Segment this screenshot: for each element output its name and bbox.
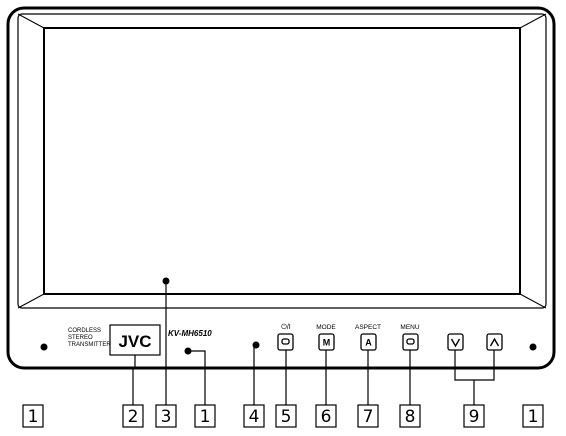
mode-button-label: MODE [316,324,336,331]
callout-2: 2 [122,404,144,428]
callout-number: 8 [405,407,416,427]
callout-number: 1 [28,407,39,427]
bevel-line-br [519,293,547,309]
leader-line [454,350,495,381]
callout-8: 8 [399,404,421,428]
callout-number: 4 [249,407,260,427]
leader-line [253,344,256,405]
callout-3: 3 [155,404,177,428]
callout-1-right: 1 [522,404,544,428]
callout-number: 7 [363,407,374,427]
mode-button[interactable]: M [318,333,335,351]
callout-9: 9 [463,404,485,428]
down-button[interactable] [447,333,464,351]
transmitter-label-line-3: TRANSMITTER [68,342,111,348]
callout-number: 1 [528,407,539,427]
model-name: KV-MH6510 [168,329,212,338]
sensor-dot-left [40,343,48,351]
leader-line [132,355,136,405]
up-button[interactable] [486,333,503,351]
aspect-button-label: ASPECT [355,324,381,331]
bevel-line-tl [17,13,45,29]
callout-4: 4 [243,404,265,428]
monitor-housing [6,6,556,370]
transmitter-label-line-2: STEREO [68,335,93,341]
callout-number: 9 [469,407,480,427]
lcd-screen [43,27,521,295]
leader-line [188,350,206,405]
menu-button-label: MENU [400,324,419,331]
callout-6: 6 [315,404,337,428]
callout-number: 2 [128,407,139,427]
power-button[interactable] [277,333,294,351]
callout-number: 6 [321,407,332,427]
callout-1-left: 1 [22,404,44,428]
callout-1-model: 1 [194,404,216,428]
mode-button-glyph: M [323,338,331,348]
callout-number: 1 [200,407,211,427]
chevron-up-icon [489,337,500,347]
aspect-button-glyph: A [365,338,372,348]
chevron-down-icon [450,338,461,348]
brand-logo: JVC [118,332,151,351]
bevel-line-tr [519,13,547,29]
monitor-bezel-inner [17,13,547,309]
power-button-label: ⏻/I [281,323,290,331]
sensor-dot-right [529,343,537,351]
callout-7: 7 [357,404,379,428]
aspect-button[interactable]: A [360,333,377,351]
leader-lines [132,281,495,405]
bevel-line-bl [17,293,45,309]
leader-line [33,347,44,405]
callout-5: 5 [275,404,297,428]
transmitter-label-line-1: CORDLESS [68,328,101,334]
callout-number: 3 [161,407,172,427]
menu-button[interactable] [402,333,419,351]
callout-number: 5 [281,407,292,427]
